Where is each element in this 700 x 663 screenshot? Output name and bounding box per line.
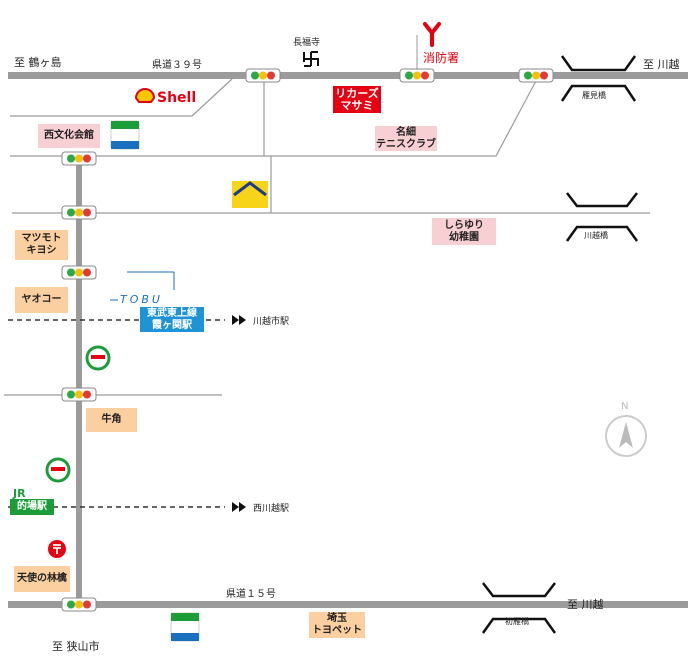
ricars-line1: リカーズ — [335, 86, 379, 100]
minor-roads — [4, 78, 650, 396]
yaoko: ヤオコー — [15, 287, 68, 313]
meiho-tennis-club: 名細テニスクラブ — [375, 126, 437, 151]
chofukuji-label: 長福寺 — [293, 36, 320, 48]
kasumigaseki-station: 東武東上線霞ヶ関駅 — [140, 307, 204, 332]
prefectural-15: 県道１５号 — [226, 587, 276, 600]
yaoko-text: ヤオコー — [21, 294, 62, 305]
tenshi-no-ringo: 天使の林檎 — [14, 566, 70, 592]
route-39-road — [8, 72, 688, 79]
shirayuri-line1: しらゆり — [444, 219, 484, 231]
bridge-icon — [481, 55, 639, 634]
seven-eleven-icon — [45, 345, 111, 483]
to-tsurugashima: 至 鶴ヶ島 — [14, 55, 62, 69]
ricars-masami: リカーズマサミ — [333, 86, 381, 113]
gyukaku-text: 牛角 — [101, 414, 122, 425]
north-south-road — [76, 155, 82, 605]
fire-station-icon — [423, 22, 441, 47]
matsumoto-line2: キヨシ — [26, 245, 57, 256]
nishikawagoe-eki-label: 西川越駅 — [253, 502, 289, 514]
prefectural-39: 県道３９号 — [152, 58, 202, 71]
saitama-line2: トヨペット — [312, 625, 362, 636]
kasumigaseki-line1: 東武東上線 — [147, 307, 197, 319]
tenshi-text: 天使の林檎 — [17, 573, 67, 584]
kasumigaseki-line2: 霞ヶ関駅 — [152, 319, 192, 331]
shell-logo-icon — [134, 88, 156, 103]
kawagoeshi-eki-label: 川越市駅 — [253, 315, 289, 327]
to-kawagoe-top: 至 川越 — [643, 57, 680, 71]
tobu-logo — [110, 271, 175, 301]
matoba-text: 的場駅 — [17, 501, 47, 512]
familymart-icon — [110, 120, 200, 642]
saitama-line1: 埼玉 — [327, 613, 347, 624]
gyukaku: 牛角 — [86, 408, 137, 432]
route-15-road — [8, 601, 688, 608]
north-label: N — [621, 401, 628, 412]
meiho-line1: 名細 — [396, 126, 416, 138]
to-sayama: 至 狭山市 — [52, 639, 100, 653]
shirayuri-kindergarten: しらゆり幼稚園 — [432, 218, 496, 245]
saitama-toyopet: 埼玉トヨペット — [309, 612, 365, 638]
to-kawagoe-bottom: 至 川越 — [567, 597, 604, 611]
meiho-line2: テニスクラブ — [376, 138, 436, 150]
north-arrow-icon — [605, 415, 647, 457]
gankenbashi-label: 雁見橋 — [582, 90, 606, 100]
traffic-light-icon — [61, 68, 554, 612]
hatsukaribashi-label: 初雁橋 — [505, 616, 529, 626]
ricars-line2: マサミ — [340, 98, 374, 112]
matsumoto-kiyoshi: マツモトキヨシ — [15, 230, 68, 260]
nishi-bunka-text: 西文化会館 — [44, 130, 94, 141]
manji-temple-icon — [303, 51, 319, 67]
nishi-bunka-kaikan: 西文化会館 — [38, 124, 100, 148]
tobu-label: TOBU — [120, 293, 163, 306]
shell-label: Shell — [157, 90, 196, 106]
kawagoebashi-label: 川越橋 — [584, 230, 608, 240]
matsumoto-line1: マツモト — [21, 233, 62, 244]
arrow-right-icon — [232, 315, 246, 512]
post-office-icon — [48, 540, 66, 558]
jr-label: JR — [12, 487, 26, 500]
shirayuri-line2: 幼稚園 — [449, 231, 479, 243]
matoba-station: 的場駅 — [10, 499, 54, 515]
fire-station-label: 消防署 — [423, 50, 459, 65]
ministop-logo — [232, 181, 268, 208]
